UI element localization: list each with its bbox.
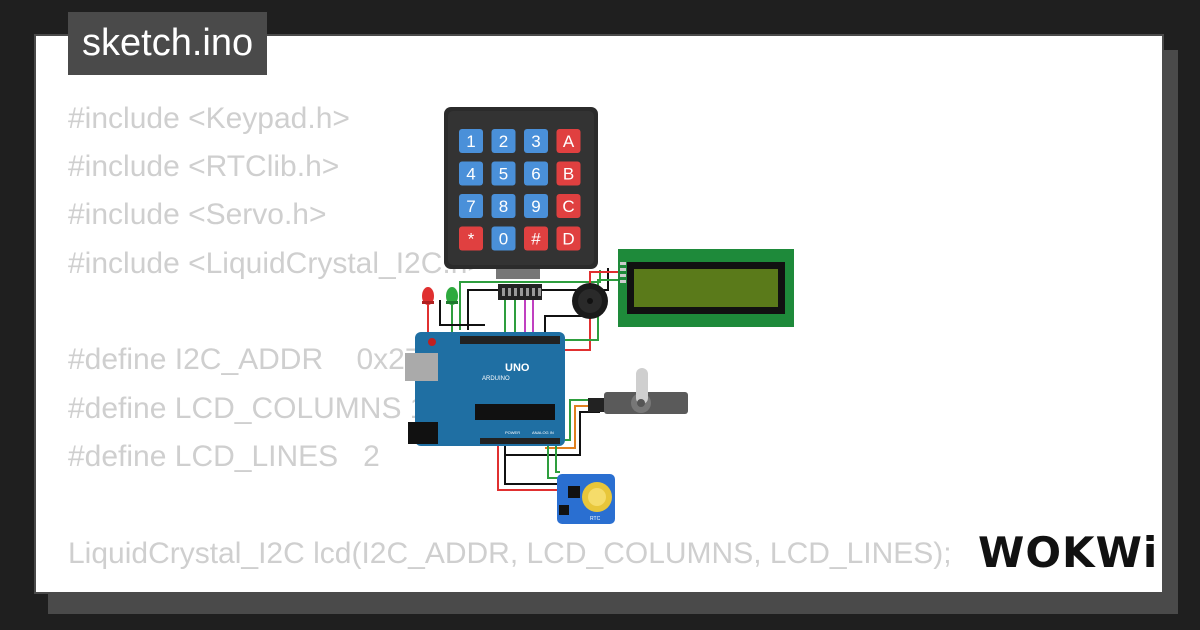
keypad-key-label: A — [563, 132, 575, 151]
keypad-key[interactable] — [556, 226, 581, 251]
keypad-key-label: D — [562, 230, 574, 249]
keypad-key[interactable] — [491, 161, 516, 186]
servo-connector — [588, 398, 606, 412]
keypad-key-label: 1 — [466, 132, 475, 151]
keypad-key[interactable] — [459, 194, 483, 218]
keypad-keys[interactable]: 1 2 3 A 4 5 6 B 7 8 9 C * 0 # D — [459, 129, 581, 251]
keypad-key-label: B — [563, 165, 574, 184]
analog-header — [480, 438, 560, 444]
digital-header — [460, 336, 560, 344]
code-line: #include <RTClib.h> — [68, 150, 340, 183]
atmega-chip — [475, 404, 555, 420]
keypad-ribbon — [496, 269, 540, 279]
keypad-key[interactable] — [556, 194, 581, 218]
code-line: #include <LiquidCrystal_I2C.h> — [68, 247, 485, 280]
arduino-model-label: UNO — [505, 362, 530, 374]
keypad[interactable]: 1 2 3 A 4 5 6 B 7 8 9 C * 0 # D — [444, 107, 598, 279]
keypad-key-label: 6 — [531, 165, 540, 184]
analog-header-label: ANALOG IN — [532, 430, 554, 435]
wokwi-logo[interactable]: WOKWi — [978, 528, 1159, 577]
led-green[interactable] — [446, 287, 458, 305]
keypad-key[interactable] — [556, 129, 581, 153]
keypad-key[interactable] — [524, 194, 548, 218]
led-red[interactable] — [422, 287, 434, 305]
keypad-key-label: 4 — [466, 165, 475, 184]
keypad-key-label: 0 — [499, 230, 508, 249]
servo-motor[interactable] — [588, 368, 688, 414]
keypad-key[interactable] — [524, 161, 548, 186]
keypad-key-label: # — [531, 230, 541, 249]
keypad-key[interactable] — [491, 226, 516, 251]
keypad-key-label: 5 — [499, 165, 508, 184]
pin-header — [498, 284, 542, 300]
servo-horn — [636, 368, 648, 404]
wires — [427, 268, 622, 491]
reset-button[interactable] — [428, 338, 436, 346]
power-header-label: POWER — [505, 430, 520, 435]
code-line: #define LCD_COLUMNS 16 — [68, 392, 444, 425]
lcd-screen — [634, 269, 778, 307]
keypad-key[interactable] — [524, 129, 548, 153]
keypad-key[interactable] — [459, 129, 483, 153]
code-line: #include <Keypad.h> — [68, 102, 350, 135]
keypad-key[interactable] — [491, 194, 516, 218]
keypad-key[interactable] — [524, 226, 548, 251]
keypad-key-label: 2 — [499, 132, 508, 151]
keypad-key-label: * — [468, 230, 475, 249]
file-tab-title[interactable]: sketch.ino — [68, 12, 268, 75]
keypad-key[interactable] — [556, 161, 581, 186]
code-line: LiquidCrystal_I2C lcd(I2C_ADDR, LCD_COLU… — [68, 537, 952, 570]
keypad-key-label: 3 — [531, 132, 540, 151]
keypad-key[interactable] — [491, 129, 516, 153]
code-line: #define LCD_LINES 2 — [68, 440, 380, 473]
power-jack — [408, 422, 438, 444]
buzzer[interactable] — [572, 283, 608, 319]
lcd-display[interactable] — [618, 249, 794, 327]
keypad-key[interactable] — [459, 161, 483, 186]
lcd-pins — [620, 262, 626, 283]
code-line: #include <Servo.h> — [68, 198, 327, 231]
arduino-uno[interactable]: UNO ARDUINO POWER ANALOG IN — [405, 332, 565, 446]
usb-port — [405, 353, 438, 381]
arduino-brand-label: ARDUINO — [482, 376, 510, 382]
keypad-key-label: 8 — [499, 197, 508, 216]
rtc-module[interactable]: RTC — [557, 474, 615, 524]
keypad-key-label: C — [562, 197, 574, 216]
rtc-label: RTC — [590, 516, 601, 522]
keypad-key[interactable] — [459, 226, 483, 251]
rtc-chip — [568, 486, 580, 498]
keypad-key-label: 7 — [466, 197, 475, 216]
keypad-key-label: 9 — [531, 197, 540, 216]
